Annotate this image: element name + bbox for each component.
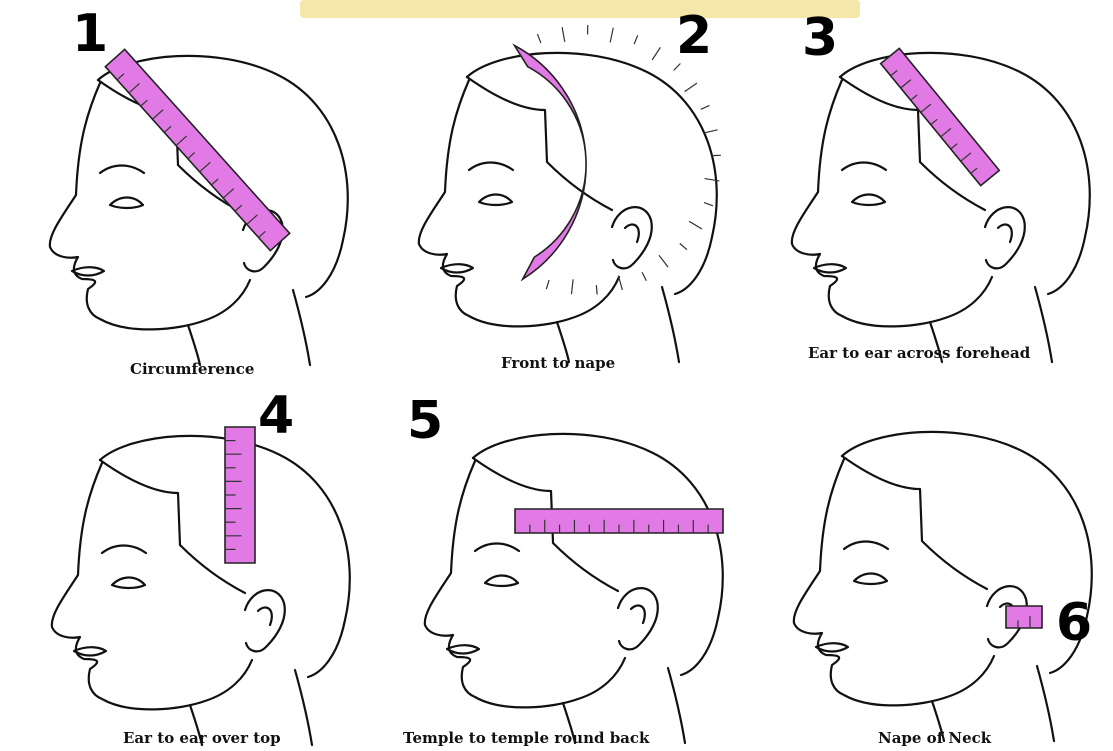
ear-inner bbox=[998, 224, 1012, 242]
step-caption: Temple to temple round back bbox=[403, 729, 649, 747]
tape-tick bbox=[659, 255, 668, 267]
tape-tick bbox=[634, 35, 638, 44]
ear-inner bbox=[258, 607, 272, 625]
panel-6: 6 Nape of Neck bbox=[742, 375, 1113, 750]
eyebrow bbox=[475, 544, 519, 552]
eyebrow bbox=[842, 163, 886, 171]
measuring-tape bbox=[225, 427, 255, 563]
tape-tick bbox=[689, 221, 702, 229]
ear bbox=[612, 207, 652, 268]
eye bbox=[479, 195, 512, 206]
tape-strip bbox=[1006, 606, 1042, 628]
neck-back bbox=[1035, 287, 1052, 362]
tape-tick bbox=[703, 130, 718, 133]
panel-1: 1 Circumference bbox=[0, 0, 371, 375]
eye bbox=[485, 576, 518, 587]
step-caption: Ear to ear across forehead bbox=[808, 344, 1030, 362]
neck-front bbox=[188, 325, 200, 365]
tape-strip bbox=[881, 48, 1000, 185]
skull-outline bbox=[842, 432, 1092, 673]
step-caption: Front to nape bbox=[501, 354, 615, 372]
tape-tick bbox=[701, 105, 710, 109]
eyebrow bbox=[102, 546, 146, 554]
neck-back bbox=[1037, 666, 1054, 741]
face-profile bbox=[50, 83, 250, 329]
step-caption: Ear to ear over top bbox=[123, 729, 281, 747]
head-figure bbox=[742, 0, 1113, 375]
tape-tick bbox=[704, 203, 713, 206]
tape-tick bbox=[685, 83, 697, 92]
panel-4: 4 Ear to ear over top bbox=[0, 375, 371, 750]
skull-outline bbox=[467, 53, 717, 294]
panel-3: 3 Ear to ear across forehead bbox=[742, 0, 1113, 375]
lips bbox=[447, 645, 479, 653]
tape-tick bbox=[562, 27, 565, 42]
ear-inner bbox=[625, 224, 639, 242]
face-profile bbox=[425, 461, 625, 707]
lips bbox=[441, 264, 473, 272]
tape-tick bbox=[537, 34, 540, 43]
step-number: 5 bbox=[407, 395, 443, 447]
eye bbox=[112, 578, 145, 589]
eyebrow bbox=[100, 166, 144, 174]
tape-tick bbox=[571, 279, 573, 294]
head-outline bbox=[794, 432, 1092, 741]
skull-outline bbox=[473, 434, 723, 675]
lips bbox=[816, 643, 848, 651]
eyebrow bbox=[469, 163, 513, 171]
lips bbox=[814, 264, 846, 272]
hairline bbox=[467, 77, 612, 210]
step-number: 1 bbox=[72, 8, 108, 60]
tape-tick bbox=[652, 47, 660, 60]
ear bbox=[618, 588, 658, 649]
tape-tick bbox=[680, 243, 687, 249]
eye bbox=[852, 195, 885, 206]
panel-2: 2 Front to nape bbox=[371, 0, 742, 375]
head-figure bbox=[0, 375, 371, 750]
face-profile bbox=[792, 80, 992, 326]
head-outline bbox=[425, 434, 723, 743]
step-number: 6 bbox=[1056, 597, 1092, 649]
neck-back bbox=[668, 668, 685, 743]
tape-tick bbox=[610, 28, 613, 43]
skull-outline bbox=[840, 53, 1090, 294]
step-caption: Nape of Neck bbox=[878, 729, 991, 747]
measuring-tape bbox=[1006, 606, 1042, 628]
ear bbox=[985, 207, 1025, 268]
head-figure bbox=[742, 375, 1113, 750]
tape-tick bbox=[546, 280, 549, 289]
tape-tick bbox=[618, 276, 622, 290]
hairline bbox=[100, 460, 245, 593]
eyebrow bbox=[844, 542, 888, 550]
tape-tick bbox=[596, 285, 597, 294]
tape-strip bbox=[105, 49, 289, 250]
ear bbox=[245, 590, 285, 651]
step-number: 2 bbox=[676, 10, 712, 62]
face-profile bbox=[52, 463, 252, 709]
head-outline bbox=[50, 56, 348, 365]
hairline bbox=[842, 456, 987, 589]
measuring-tape bbox=[105, 49, 289, 250]
face-profile bbox=[419, 80, 619, 326]
neck-back bbox=[293, 290, 310, 365]
ear-inner bbox=[631, 605, 645, 623]
lips bbox=[74, 647, 106, 655]
head-outline bbox=[52, 436, 350, 745]
tape-strip bbox=[514, 46, 586, 280]
neck-back bbox=[662, 287, 679, 362]
panel-5: 5 Temple to temple round back bbox=[371, 375, 742, 750]
lips bbox=[72, 267, 104, 275]
face-profile bbox=[794, 459, 994, 705]
eye bbox=[110, 198, 143, 209]
tape-tick bbox=[642, 272, 646, 280]
step-number: 4 bbox=[258, 390, 294, 442]
step-number: 3 bbox=[802, 12, 838, 64]
neck-back bbox=[295, 670, 312, 745]
measuring-tape bbox=[881, 48, 1000, 185]
eye bbox=[854, 574, 887, 585]
measuring-tape bbox=[515, 509, 723, 533]
head-figure bbox=[0, 0, 371, 375]
